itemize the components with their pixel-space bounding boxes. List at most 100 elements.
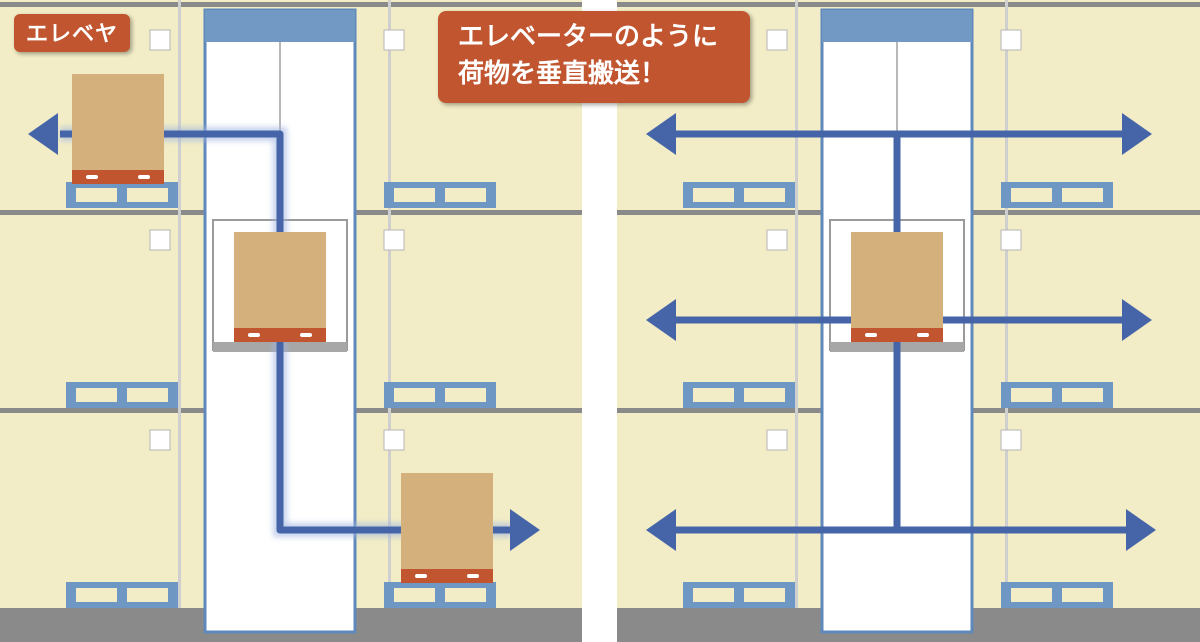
sensor-icon [766, 29, 788, 51]
rack-upright [795, 0, 798, 608]
pallet-block [1001, 582, 1011, 608]
pallet-block [785, 182, 795, 208]
pallet-block [734, 182, 744, 208]
cardboard-box [72, 74, 164, 170]
pallet-block [66, 382, 76, 408]
pallet-block [384, 582, 394, 608]
arrow-right-icon [1126, 509, 1156, 551]
box-icon [851, 232, 943, 342]
sensor-icon [766, 229, 788, 251]
sensor-icon [383, 429, 405, 451]
box-pallet-hole [865, 333, 877, 337]
pallet-right-rack [1001, 382, 1113, 408]
cardboard-box [851, 232, 943, 328]
pallet-block [117, 582, 127, 608]
pallet-left-rack [683, 182, 795, 208]
pallet-block [1052, 382, 1062, 408]
pallet-block [384, 182, 394, 208]
pallet-block [734, 582, 744, 608]
box-icon [401, 473, 493, 583]
pallet-left-rack [66, 382, 178, 408]
box-pallet-hole [917, 333, 929, 337]
pallet-block [1052, 182, 1062, 208]
arrow-right-icon [1122, 299, 1152, 341]
pallet-block [66, 182, 76, 208]
box-pallet-hole [248, 333, 260, 337]
pallet-block [486, 382, 496, 408]
pallet-block [683, 182, 693, 208]
pallet-block [168, 582, 178, 608]
pallet-block [785, 382, 795, 408]
pallet-block [168, 182, 178, 208]
cardboard-box [234, 232, 326, 328]
box-pallet-hole [467, 574, 479, 578]
rack-upright [1005, 0, 1008, 608]
sensor-icon [383, 29, 405, 51]
box-icon [72, 74, 164, 184]
pallet-left-rack [683, 582, 795, 608]
pallet-block [1103, 382, 1113, 408]
shaft-header [822, 10, 972, 42]
pallet-block [1103, 582, 1113, 608]
box-pallet-hole [300, 333, 312, 337]
pallet-block [1103, 182, 1113, 208]
box-pallet-base [851, 328, 943, 342]
box-pallet-base [234, 328, 326, 342]
callout-line-1: エレベーターのように [458, 22, 719, 52]
pallet-left-rack [66, 182, 178, 208]
arrow-left-icon [646, 509, 676, 551]
box-pallet-hole [86, 175, 98, 179]
floor-line [617, 2, 1200, 7]
pallet-block [1001, 382, 1011, 408]
box-pallet-hole [415, 574, 427, 578]
box-pallet-base [72, 170, 164, 184]
arrow-right-icon [1122, 113, 1152, 155]
pallet-block [1001, 182, 1011, 208]
cardboard-box [401, 473, 493, 569]
pallet-block [117, 182, 127, 208]
pallet-block [683, 382, 693, 408]
box-pallet-hole [138, 175, 150, 179]
pallet-block [435, 182, 445, 208]
callout-line-2: 荷物を垂直搬送！ [458, 59, 667, 89]
system-name-label: エレベヤ [14, 14, 131, 52]
pallet-block [785, 582, 795, 608]
sensor-icon [1000, 229, 1022, 251]
rack-upright [388, 0, 391, 608]
pallet-right-rack [1001, 582, 1113, 608]
pallet-block [734, 382, 744, 408]
pallet-right-rack [384, 382, 496, 408]
sensor-icon [1000, 29, 1022, 51]
pallet-right-rack [1001, 182, 1113, 208]
sensor-icon [383, 229, 405, 251]
pallet-right-rack [384, 182, 496, 208]
pallet-block [486, 182, 496, 208]
pallet-left-rack [683, 382, 795, 408]
sensor-icon [149, 429, 171, 451]
arrow-left-icon [28, 113, 58, 155]
pallet-left-rack [66, 582, 178, 608]
sensor-icon [766, 429, 788, 451]
floor-line [0, 2, 582, 7]
rack-upright [178, 0, 181, 608]
callout-box: エレベーターのように 荷物を垂直搬送！ [438, 11, 750, 103]
box-pallet-base [401, 569, 493, 583]
sensor-icon [1000, 429, 1022, 451]
pallet-block [384, 382, 394, 408]
pallet-block [435, 382, 445, 408]
pallet-right-rack [384, 582, 496, 608]
shaft-header [205, 10, 355, 42]
arrow-left-icon [646, 113, 676, 155]
sensor-icon [149, 29, 171, 51]
arrow-right-icon [510, 509, 540, 551]
pallet-block [486, 582, 496, 608]
pallet-block [117, 382, 127, 408]
pallet-block [435, 582, 445, 608]
pallet-block [683, 582, 693, 608]
pallet-block [168, 382, 178, 408]
arrow-left-icon [646, 299, 676, 341]
panel-separator [582, 0, 617, 642]
pallet-block [1052, 582, 1062, 608]
